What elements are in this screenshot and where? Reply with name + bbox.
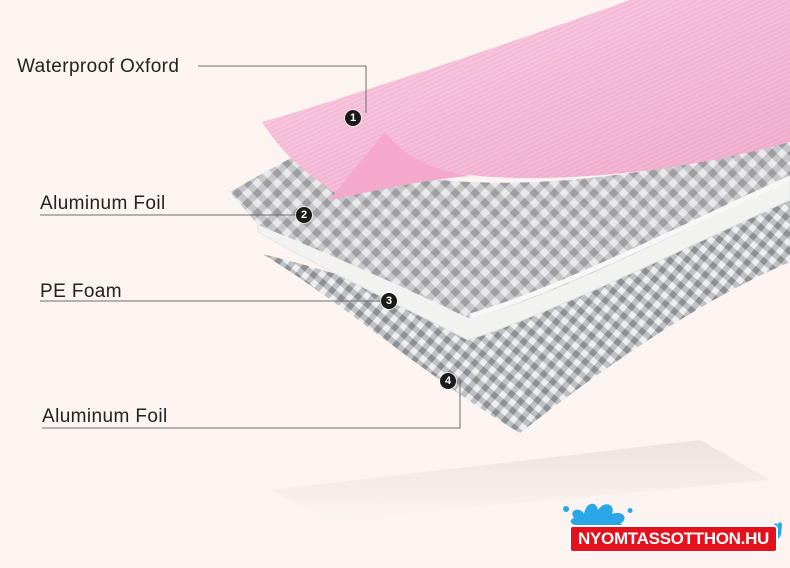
watermark-text: NYOMTASSOTTHON.HU <box>569 525 779 553</box>
label-waterproof-oxford: Waterproof Oxford <box>17 56 180 77</box>
leader-lines <box>40 65 461 429</box>
label-aluminum-foil-top: Aluminum Foil <box>40 193 166 214</box>
layer-number-badge-2: 2 <box>296 207 312 223</box>
label-pe-foam: PE Foam <box>40 281 122 302</box>
floor-shadow <box>270 440 770 520</box>
label-aluminum-foil-bottom: Aluminum Foil <box>42 406 168 427</box>
layer-number-badge-3: 3 <box>381 293 397 309</box>
layer-number-badge-4: 4 <box>440 373 456 389</box>
layer-number-badge-1: 1 <box>345 110 361 126</box>
layer-1-curl <box>330 132 470 200</box>
layer-2-edge <box>469 175 790 319</box>
